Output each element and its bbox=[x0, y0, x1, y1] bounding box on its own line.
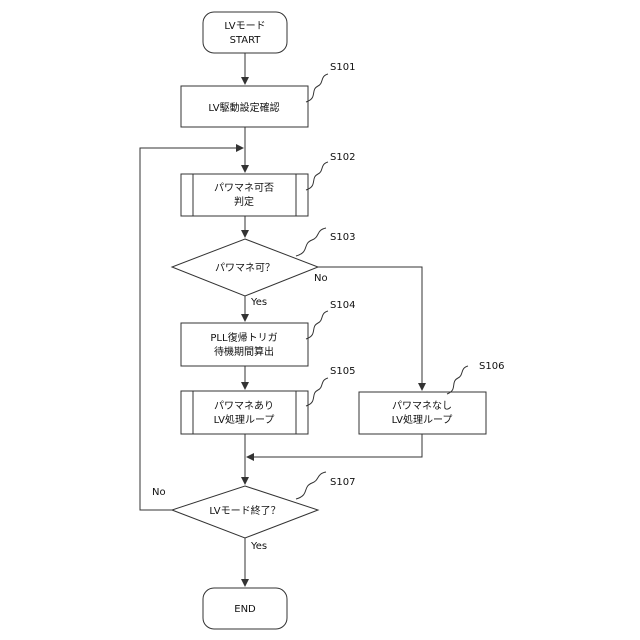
s104-process: PLL復帰トリガ 待機期間算出 bbox=[181, 323, 308, 366]
s102-leader bbox=[306, 162, 328, 190]
s106-line2: LV処理ループ bbox=[392, 413, 453, 426]
end-label: END bbox=[234, 604, 256, 615]
s105-line1: パワマネあり bbox=[214, 400, 274, 412]
s105-leader bbox=[306, 378, 328, 406]
s106-line1: パワマネなし bbox=[392, 400, 452, 412]
s102-step: S102 bbox=[330, 152, 355, 163]
s107-decision: LVモード終了？ bbox=[172, 486, 318, 538]
start-node: LVモード START bbox=[203, 12, 287, 53]
s107-leader bbox=[296, 472, 326, 499]
s104-leader bbox=[306, 311, 328, 339]
s101-process: LV駆動設定確認 bbox=[181, 86, 308, 127]
s105-predefined-process: パワマネあり LV処理ループ bbox=[181, 391, 308, 434]
s106-process: パワマネなし LV処理ループ bbox=[359, 392, 486, 434]
s103-leader bbox=[296, 228, 326, 256]
s103-step: S103 bbox=[330, 232, 355, 243]
s103-decision: パワマネ可？ bbox=[172, 239, 318, 296]
s101-label: LV駆動設定確認 bbox=[208, 101, 279, 114]
s107-no-label: No bbox=[152, 487, 166, 498]
s102-line1: パワマネ可否 bbox=[214, 182, 274, 194]
s107-step: S107 bbox=[330, 477, 355, 488]
s101-step: S101 bbox=[330, 62, 355, 73]
s107-label: LVモード終了？ bbox=[209, 504, 280, 517]
s102-predefined-process: パワマネ可否 判定 bbox=[181, 174, 308, 216]
s103-label: パワマネ可？ bbox=[215, 262, 275, 274]
s102-line2: 判定 bbox=[234, 195, 254, 208]
s105-step: S105 bbox=[330, 366, 355, 377]
s107-yes-label: Yes bbox=[250, 541, 267, 552]
start-line1: LVモード bbox=[224, 21, 265, 32]
s104-step: S104 bbox=[330, 300, 355, 311]
s104-line2: 待機期間算出 bbox=[214, 345, 274, 358]
end-node: END bbox=[203, 588, 287, 629]
s103-yes-label: Yes bbox=[250, 297, 267, 308]
s106-leader bbox=[447, 366, 468, 394]
s105-line2: LV処理ループ bbox=[214, 413, 275, 426]
start-line2: START bbox=[230, 35, 262, 46]
s104-line1: PLL復帰トリガ bbox=[210, 331, 277, 344]
s101-leader bbox=[306, 74, 328, 102]
s103-no-label: No bbox=[314, 273, 328, 284]
edge-s106-merge bbox=[247, 434, 422, 457]
s106-step: S106 bbox=[479, 361, 504, 372]
